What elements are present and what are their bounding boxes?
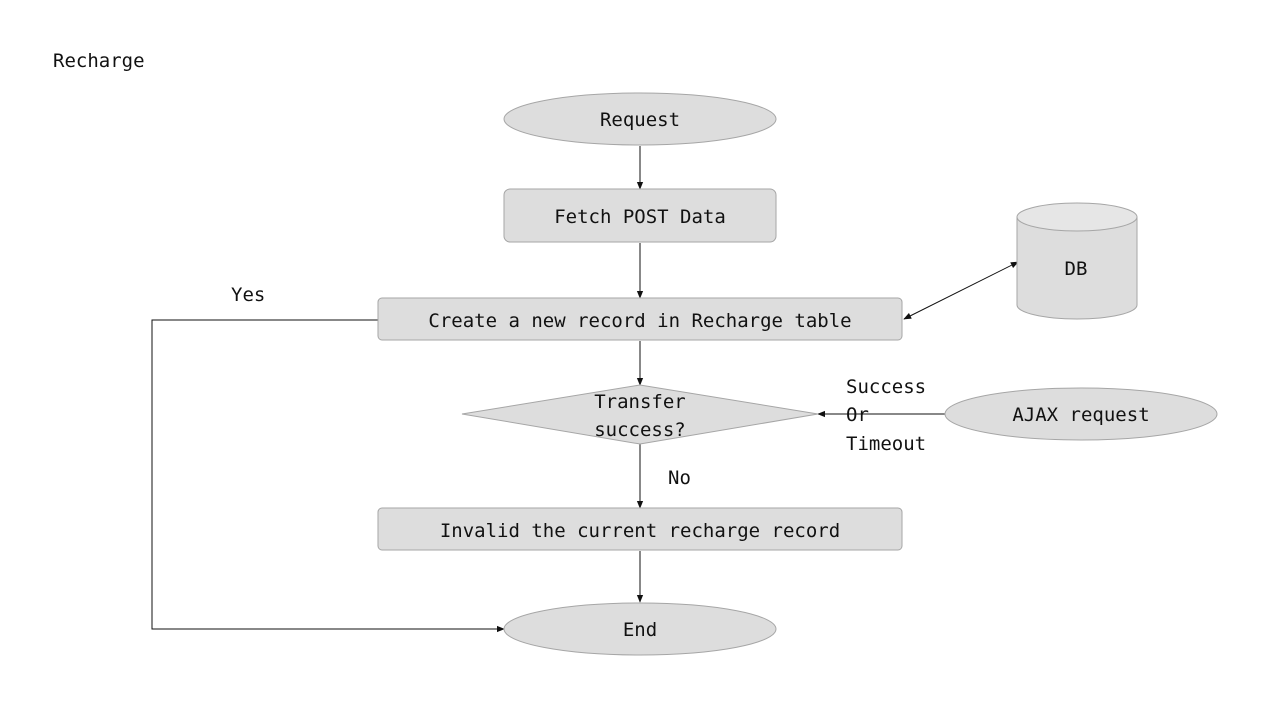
node-invalid-record: Invalid the current recharge record [377,507,903,551]
node-decision-transfer: Transfer success? [461,384,819,445]
ajax-label-timeout: Timeout [846,433,926,455]
node-db: DB [1016,202,1138,320]
node-fetch-label: Fetch POST Data [554,206,726,228]
arrow-yes-to-end [151,319,505,633]
ajax-label-or: Or [846,404,869,426]
node-db-label: DB [1065,258,1088,280]
node-request: Request [503,92,777,146]
node-create-record: Create a new record in Recharge table [377,297,903,341]
arrow-create-db [903,261,1019,320]
node-fetch-post-data: Fetch POST Data [503,188,777,243]
yes-label: Yes [231,284,265,306]
node-invalid-label: Invalid the current recharge record [440,520,840,542]
decision-label-line1: Transfer [594,391,686,413]
ajax-label-success: Success [846,376,926,398]
node-end-label: End [623,619,657,641]
node-create-label: Create a new record in Recharge table [428,310,851,332]
node-request-label: Request [600,109,680,131]
node-ajax-request: AJAX request [944,387,1218,441]
diagram-title: Recharge [53,50,145,72]
no-label: No [668,467,691,489]
node-end: End [503,602,777,656]
node-ajax-label: AJAX request [1012,404,1149,426]
decision-label-line2: success? [594,419,686,441]
